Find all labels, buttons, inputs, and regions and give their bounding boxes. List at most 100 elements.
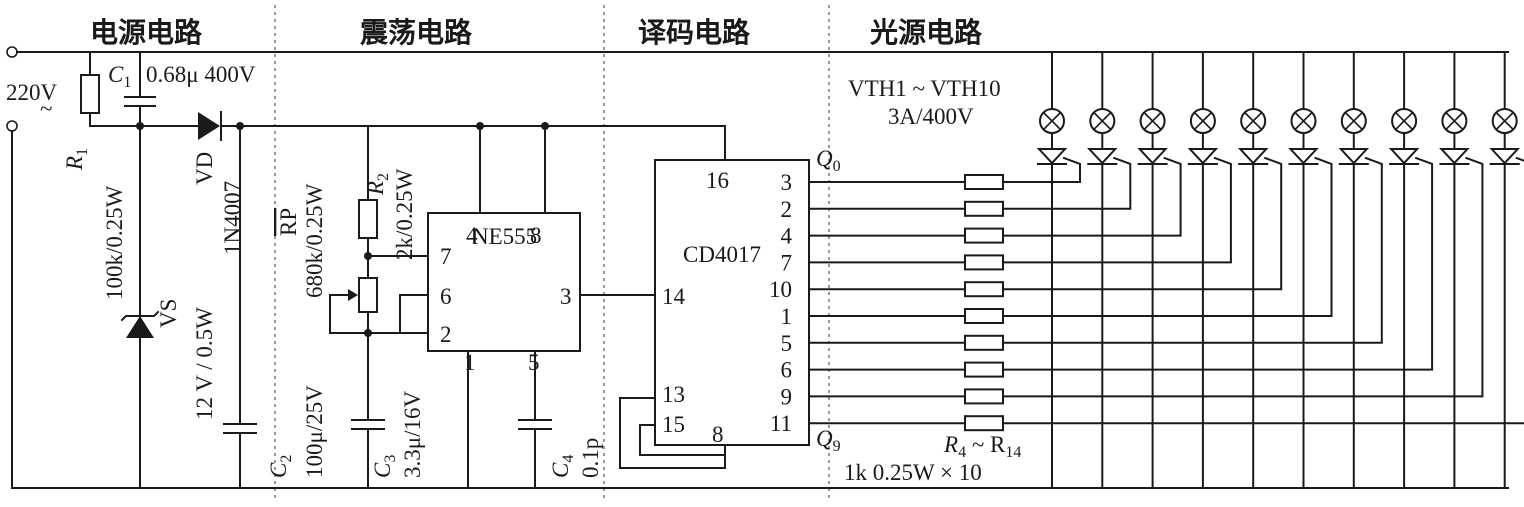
thyristor-icon	[1087, 148, 1118, 165]
cd4017-pin-14: 14	[662, 284, 686, 309]
cd4017-output-pin: 7	[781, 250, 793, 275]
lamp-cross	[1445, 112, 1463, 130]
cd4017-chip	[619, 125, 810, 469]
ne555-pin-8: 8	[530, 223, 542, 248]
cd4017-output-pin: 1	[781, 304, 793, 329]
lamp-cross	[1144, 112, 1162, 130]
thyristor-icon	[1439, 148, 1470, 165]
gate-wire	[1002, 156, 1383, 344]
thyristor-icon	[1338, 148, 1370, 165]
lamp-cross	[1496, 112, 1514, 130]
q9-label: Q9	[816, 426, 841, 455]
cd4017-output-pin: 2	[781, 197, 793, 222]
lamp-cross	[1395, 112, 1413, 130]
c3-value: 3.3μ/16V	[400, 391, 425, 478]
vd-label: VD	[192, 152, 217, 185]
lamp-array	[1036, 51, 1520, 489]
r2-label: R2	[363, 173, 392, 196]
rp-value: 680k/0.25W	[302, 183, 327, 298]
gate-wire	[1002, 156, 1232, 264]
lamp-cross	[1345, 112, 1363, 130]
r1-value: 100k/0.25W	[102, 185, 127, 300]
c2-label: C2	[266, 455, 295, 478]
thyristor-icon	[1137, 148, 1168, 165]
gate-resistor	[964, 361, 1004, 378]
rp-label: RP	[276, 208, 301, 236]
cd4017-output-pin: 9	[781, 384, 793, 409]
zener-vs	[120, 310, 160, 338]
vs-value: 12 V / 0.5W	[192, 307, 217, 420]
c1-value: 0.68μ 400V	[146, 62, 256, 87]
thyristor-icon	[1489, 148, 1520, 165]
r1-label: R1	[62, 148, 91, 171]
vs-label: VS	[156, 299, 181, 328]
ne555-pin-4: 4	[466, 223, 478, 248]
section-dividers	[274, 5, 830, 500]
gate-resistor	[964, 334, 1004, 351]
thyristor-icon	[1237, 148, 1269, 165]
cd4017-pin-13: 13	[662, 382, 685, 407]
ne555-pin-2: 2	[440, 322, 452, 347]
ne555-pin-5: 5	[528, 350, 540, 375]
res-range-label: R4 ~ R14	[943, 432, 1021, 461]
capacitor-c1	[124, 51, 156, 489]
ac-voltage-label: 220V	[6, 80, 58, 105]
ac-input	[6, 46, 1509, 489]
gate-resistor	[964, 415, 1004, 432]
ne555-pin-3: 3	[560, 284, 572, 309]
vth-range-label: VTH1 ~ VTH10	[848, 76, 1001, 101]
terminal-top	[6, 46, 18, 58]
r2-value: 2k/0.25W	[392, 168, 417, 260]
c2-value: 100μ/25V	[302, 385, 327, 478]
gate-resistor	[964, 227, 1004, 244]
ac-symbol: ~	[40, 96, 52, 121]
cd4017-output-pin: 5	[781, 331, 793, 356]
c4-value: 0.1p	[578, 438, 603, 478]
cd4017-output-pin: 6	[781, 358, 793, 383]
potentiometer-rp	[329, 277, 401, 421]
cd4017-pin-8: 8	[712, 422, 724, 447]
lamp-cross	[1093, 112, 1111, 130]
c4-label: C4	[548, 455, 577, 478]
gate-wire	[1002, 156, 1081, 183]
section-title-power: 电源电路	[90, 16, 203, 49]
resistor-r2	[358, 125, 411, 279]
ne555-label: NE555	[472, 224, 537, 249]
resistor-r1	[80, 51, 141, 127]
cd4017-label: CD4017	[683, 242, 761, 267]
filter-capacitor	[223, 122, 257, 489]
thyristor-icon	[1388, 148, 1420, 165]
lamp-cross	[1244, 112, 1262, 130]
gate-wire	[1002, 156, 1182, 237]
gate-resistor	[964, 200, 1004, 217]
gate-resistor	[964, 254, 1004, 271]
thyristor-icon	[1288, 148, 1319, 165]
diode-vd	[139, 111, 726, 141]
gate-wire	[1002, 156, 1524, 425]
vd-value: 1N4007	[220, 181, 245, 255]
lamp-cross	[1294, 112, 1313, 130]
cd4017-output-pin: 10	[769, 277, 792, 302]
vth-rating-label: 3A/400V	[888, 104, 974, 129]
ne555-chip	[399, 122, 656, 489]
q0-label: Q0	[816, 146, 841, 175]
gate-wire	[1002, 156, 1333, 317]
gate-wire	[1002, 156, 1283, 291]
cd4017-pin-15: 15	[662, 412, 685, 437]
cd4017-pin-16: 16	[706, 168, 729, 193]
terminal-bottom	[6, 120, 18, 132]
ne555-pin-1: 1	[464, 350, 476, 375]
gate-resistor	[964, 388, 1004, 405]
section-title-decoder: 译码电路	[638, 16, 751, 49]
gate-resistor	[964, 281, 1004, 298]
section-title-oscillator: 震荡电路	[360, 16, 473, 49]
ne555-pin-7: 7	[440, 244, 452, 269]
thyristor-icon	[1036, 148, 1068, 165]
c3-label: C3	[370, 455, 399, 478]
capacitor-c3	[351, 419, 385, 489]
c1-label: C1	[108, 62, 131, 91]
gate-wire	[1002, 156, 1132, 210]
